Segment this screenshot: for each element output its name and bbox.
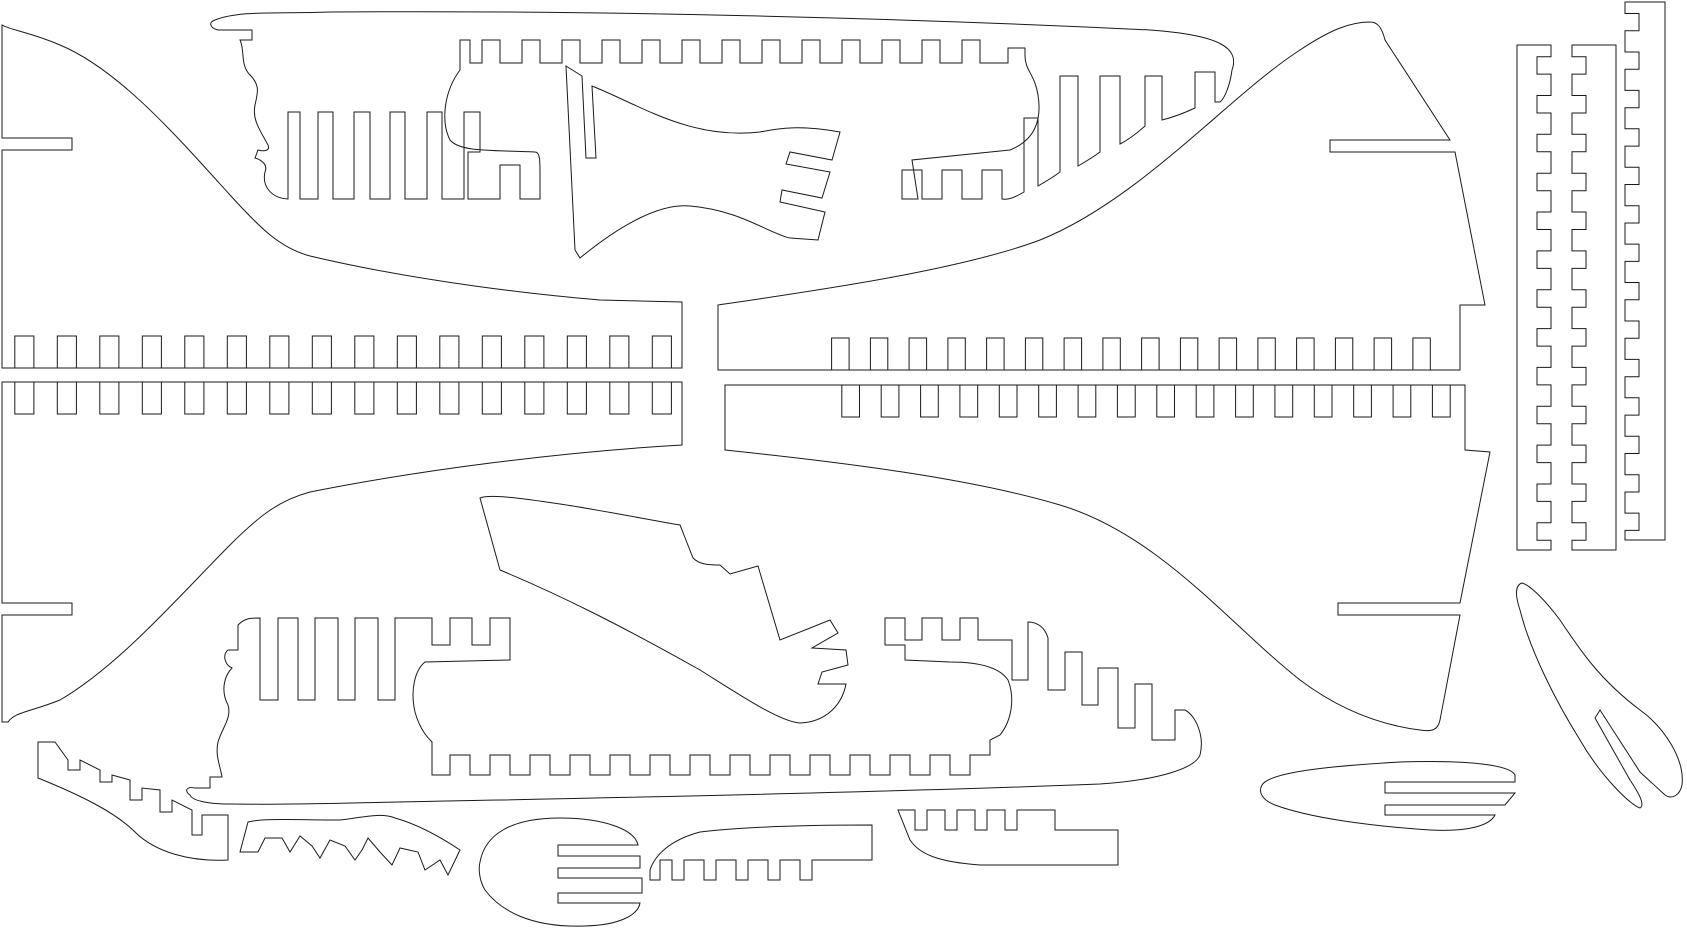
part-fuselage-left-upper: [1, 24, 683, 369]
part-strip-right: [1624, 1, 1666, 541]
part-comb-angled: [37, 741, 229, 861]
part-top-bulkhead: [210, 11, 1234, 200]
part-fuselage-right-upper: [717, 21, 1486, 371]
part-strip-left: [1516, 44, 1552, 551]
part-spoon-right: [1260, 761, 1517, 831]
part-bottom-wing: [479, 495, 849, 724]
part-leaf-right: [1516, 582, 1683, 809]
part-fuselage-left-lower: [1, 381, 683, 723]
comb-right-lower: [841, 385, 1451, 418]
strip-outline-left: [1516, 44, 1552, 551]
part-strip-middle: [1571, 44, 1617, 551]
strip-outline-right: [1624, 1, 1666, 541]
comb-right-upper: [831, 337, 1431, 370]
part-fuselage-right-lower: [724, 384, 1491, 732]
comb-left-lower: [14, 382, 672, 415]
part-comb-small: [649, 824, 873, 881]
part-top-tail: [565, 65, 841, 259]
comb-left-upper: [14, 335, 672, 368]
part-rect-comb: [897, 809, 1119, 866]
part-bottom-bulkhead: [186, 617, 1202, 805]
part-zigzag-strip: [239, 814, 461, 877]
strip-outline-middle: [1571, 44, 1617, 551]
part-fork-small: [478, 817, 643, 927]
